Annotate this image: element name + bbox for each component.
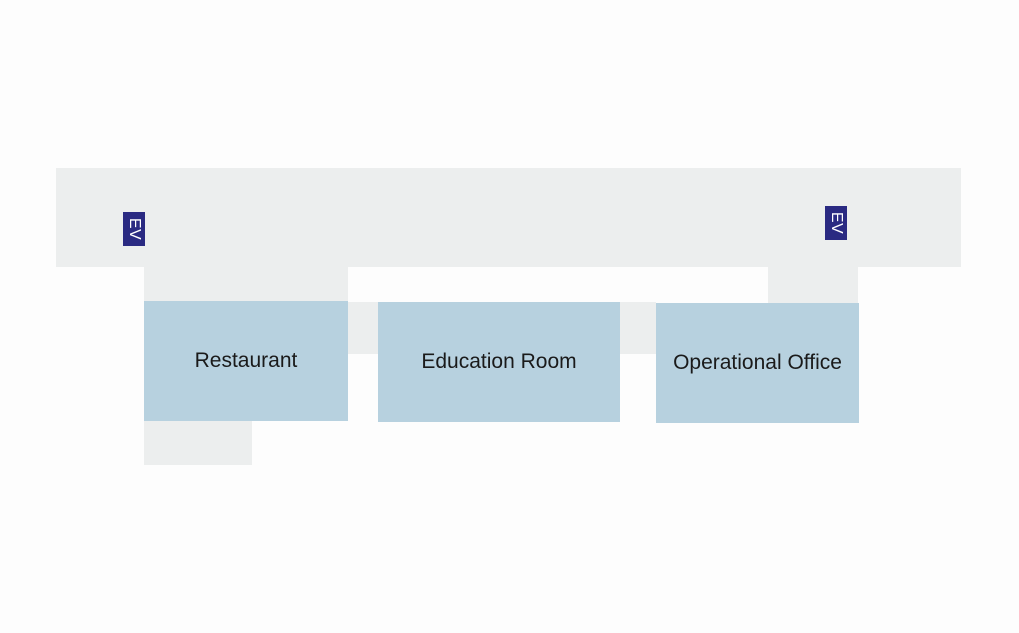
elevator-left-label: EV [126,217,143,241]
room-education-label: Education Room [421,350,577,373]
room-operational-office[interactable]: Operational Office [656,303,859,423]
elevator-left[interactable]: EV [123,212,145,246]
corridor-left-connector [144,267,348,301]
elevator-right[interactable]: EV [825,206,847,240]
corridor-left-annex [144,421,252,465]
room-office-label: Operational Office [673,351,842,374]
main-corridor [56,168,961,267]
elevator-right-label: EV [828,211,845,235]
room-restaurant-label: Restaurant [194,349,298,372]
corridor-gap-left [348,302,378,354]
room-education[interactable]: Education Room [378,302,620,422]
room-restaurant[interactable]: Restaurant [144,301,348,421]
corridor-gap-right [620,302,656,354]
corridor-right-connector [768,267,858,303]
